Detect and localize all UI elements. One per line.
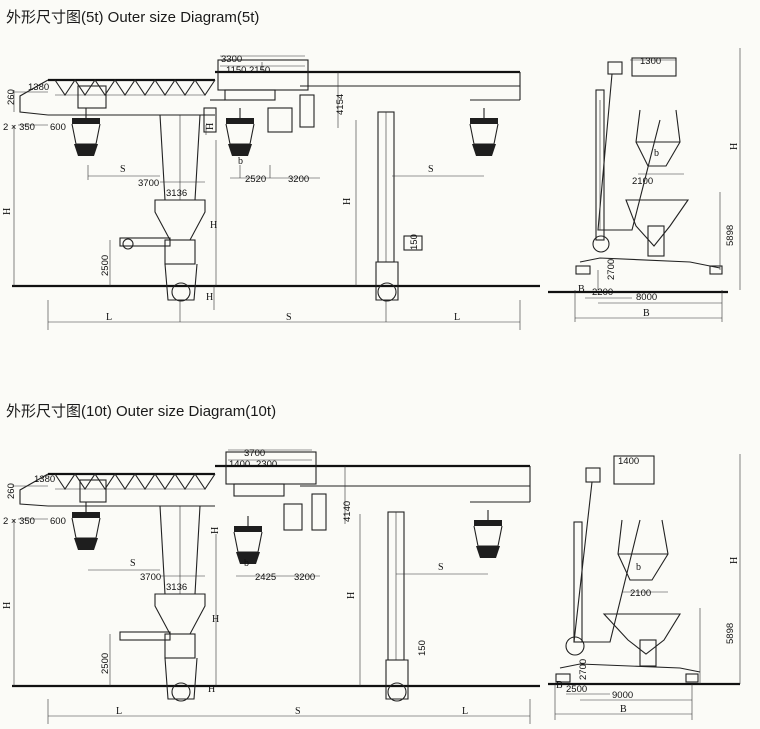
sym-b1-side: b bbox=[636, 562, 641, 573]
sym-l1: L bbox=[116, 706, 122, 717]
pitch-dim: 2 × 350 bbox=[3, 122, 35, 133]
sym-h1: H bbox=[206, 292, 213, 303]
grab-offset-dim: 600 bbox=[50, 516, 66, 527]
sym-b: B bbox=[643, 308, 650, 319]
sym-l2: L bbox=[454, 312, 460, 323]
pitch-dim: 2 × 350 bbox=[3, 516, 35, 527]
trolley-total-dim: 3300 bbox=[221, 54, 242, 65]
hopper-width-dim: 3136 bbox=[166, 582, 187, 593]
side-span-dim: 8000 bbox=[636, 292, 657, 303]
sym-h3: H bbox=[346, 592, 357, 599]
trolley-right-dim: 2150 bbox=[249, 65, 270, 76]
sym-h5: H bbox=[729, 557, 740, 564]
crab-height-dim: 4140 bbox=[342, 501, 353, 522]
side-left-dim: 2200 bbox=[592, 287, 613, 298]
hook-b-dim: 3200 bbox=[288, 174, 309, 185]
side-grab-dim: 2100 bbox=[632, 176, 653, 187]
sym-l1: L bbox=[106, 312, 112, 323]
hopper-width-dim: 3136 bbox=[166, 188, 187, 199]
lift-height-dim: 2500 bbox=[100, 653, 111, 674]
sym-b1: B bbox=[556, 680, 563, 691]
sym-b: B bbox=[620, 704, 627, 715]
sym-s2: S bbox=[428, 164, 434, 175]
side-elevation: 1300 2100 5898 2700 2200 8000 B B H b bbox=[548, 48, 741, 322]
sym-l2: L bbox=[462, 706, 468, 717]
clearance-dim: 150 bbox=[417, 640, 428, 656]
side-elevation: 1400 2100 5898 2700 2500 9000 B B H b bbox=[548, 454, 741, 720]
hopper-offset-dim: 3700 bbox=[138, 178, 159, 189]
side-height-dim: 5898 bbox=[725, 225, 736, 246]
sym-s: S bbox=[286, 312, 292, 323]
grab-offset-dim: 600 bbox=[50, 122, 66, 133]
front-elevation: 3700 1400 2300 1380 260 2 × 350 600 3700… bbox=[2, 448, 540, 724]
trolley-left-dim: 1150 bbox=[226, 65, 246, 76]
sym-s: S bbox=[295, 706, 301, 717]
sym-h3: H bbox=[342, 198, 353, 205]
sym-h5: H bbox=[729, 143, 740, 150]
top-offset-dim: 1380 bbox=[28, 82, 49, 93]
sym-h2: H bbox=[2, 602, 13, 609]
sym-h4: H bbox=[205, 123, 216, 130]
panel-5t: 外形尺寸图(5t) Outer size Diagram(5t) bbox=[2, 9, 741, 330]
hook-a-dim: 2520 bbox=[245, 174, 266, 185]
side-left-dim: 2500 bbox=[566, 684, 587, 695]
sym-s1: S bbox=[120, 164, 126, 175]
side-top-dim: 1300 bbox=[640, 56, 661, 67]
top-offset-dim: 1380 bbox=[34, 474, 55, 485]
sym-s2: S bbox=[438, 562, 444, 573]
side-grab-dim: 2100 bbox=[630, 588, 651, 599]
side-span-dim: 9000 bbox=[612, 690, 633, 701]
lift-height-dim: 2500 bbox=[100, 255, 111, 276]
sym-h: H bbox=[210, 220, 217, 231]
trolley-right-dim: 2300 bbox=[256, 459, 277, 470]
sym-h4: H bbox=[210, 527, 221, 534]
trolley-left-dim: 1400 bbox=[229, 459, 250, 470]
panel-10t: 外形尺寸图(10t) Outer size Diagram(10t) bbox=[2, 403, 741, 724]
hook-b-dim: 3200 bbox=[294, 572, 315, 583]
trolley-total-dim: 3700 bbox=[244, 448, 265, 459]
panel-title: 外形尺寸图(5t) Outer size Diagram(5t) bbox=[6, 9, 259, 26]
side-base-dim: 2700 bbox=[578, 659, 589, 680]
side-top-dim: 1400 bbox=[618, 456, 639, 467]
sym-b1-side: b bbox=[654, 148, 659, 159]
sym-b2: b bbox=[238, 156, 243, 167]
clearance-dim: 150 bbox=[409, 234, 420, 250]
side-base-dim: 2700 bbox=[606, 259, 617, 280]
side-height-dim: 5898 bbox=[725, 623, 736, 644]
hook-a-dim: 2425 bbox=[255, 572, 276, 583]
sym-s1: S bbox=[130, 558, 136, 569]
small-height-dim: 260 bbox=[6, 89, 17, 105]
crab-height-dim: 4154 bbox=[335, 94, 346, 115]
hopper-offset-dim: 3700 bbox=[140, 572, 161, 583]
small-height-dim: 260 bbox=[6, 483, 17, 499]
sym-b1: B bbox=[578, 284, 585, 295]
front-elevation: 3300 1150 2150 1380 260 2 × 350 600 3700… bbox=[2, 54, 540, 330]
sym-h2: H bbox=[2, 208, 13, 215]
sym-h1: H bbox=[208, 684, 215, 695]
sym-h: H bbox=[212, 614, 219, 625]
sym-b2: b bbox=[244, 558, 249, 569]
panel-title: 外形尺寸图(10t) Outer size Diagram(10t) bbox=[6, 403, 276, 420]
